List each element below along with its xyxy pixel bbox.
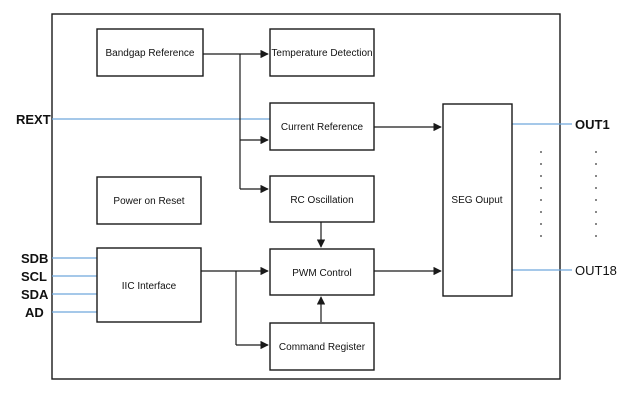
- rc-oscillation-label: RC Oscillation: [290, 195, 353, 206]
- bandgap-reference-block: Bandgap Reference: [96, 28, 204, 77]
- command-register-block: Command Register: [269, 322, 375, 371]
- chip-boundary: [51, 13, 561, 380]
- pin-rext-label: REXT: [16, 112, 51, 127]
- seg-output-block: SEG Ouput: [442, 103, 513, 297]
- power-on-reset-block: Power on Reset: [96, 176, 202, 225]
- current-reference-label: Current Reference: [281, 122, 364, 133]
- ellipsis-dots-outer: [595, 151, 597, 237]
- rc-oscillation-block: RC Oscillation: [269, 175, 375, 223]
- temperature-detection-label: Temperature Detection: [271, 48, 372, 59]
- pin-out1-label: OUT1: [575, 117, 610, 132]
- ellipsis-dots-inner: [540, 151, 542, 237]
- command-register-label: Command Register: [279, 342, 366, 353]
- pin-scl-label: SCL: [21, 269, 47, 284]
- pin-sdb-label: SDB: [21, 251, 48, 266]
- pwm-control-block: PWM Control: [269, 248, 375, 296]
- power-on-reset-label: Power on Reset: [113, 196, 184, 207]
- pin-sda-label: SDA: [21, 287, 49, 302]
- iic-interface-label: IIC Interface: [122, 281, 177, 292]
- pwm-control-label: PWM Control: [292, 268, 351, 279]
- seg-output-label: SEG Ouput: [451, 195, 502, 206]
- bandgap-reference-label: Bandgap Reference: [106, 48, 195, 59]
- temperature-detection-block: Temperature Detection: [269, 28, 375, 77]
- pin-ad-label: AD: [25, 305, 44, 320]
- iic-interface-block: IIC Interface: [96, 247, 202, 323]
- pin-out18-label: OUT18: [575, 263, 617, 278]
- current-reference-block: Current Reference: [269, 102, 375, 151]
